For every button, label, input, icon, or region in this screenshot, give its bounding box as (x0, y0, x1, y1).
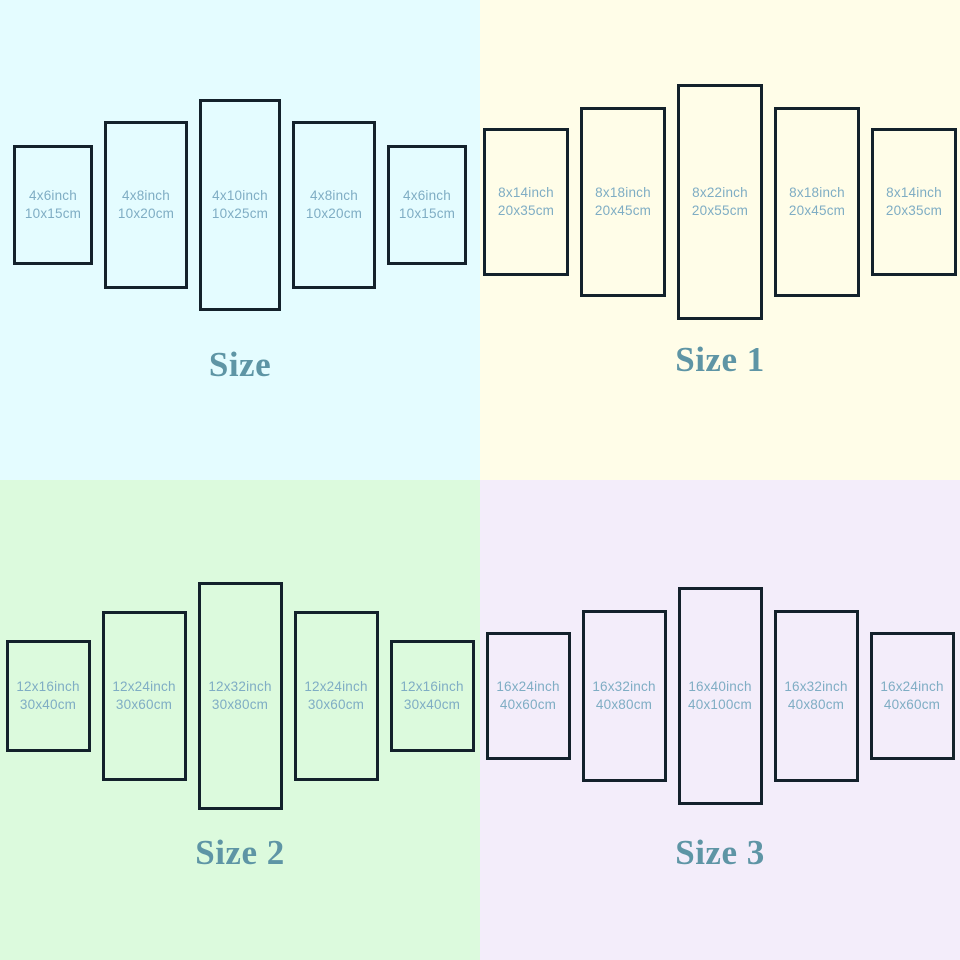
panel-size-cm: 20x35cm (885, 203, 943, 218)
panel-row: 8x14inch 20x35cm 8x18inch 20x45cm 8x22inch 20… (480, 0, 960, 412)
panel-size-inch: 12x16inch (400, 679, 464, 694)
panel-row: 4x6inch 10x15cm 4x8inch 10x20cm 4x10inch 10x2… (0, 0, 480, 415)
panel-size-inch: 8x18inch (595, 185, 651, 200)
panel-size-inch: 12x16inch (16, 679, 80, 694)
panel-size-cm: 40x60cm (883, 697, 941, 712)
panel-size-cm: 40x80cm (787, 697, 845, 712)
panel-size-inch: 12x24inch (304, 679, 368, 694)
panel-size-cm: 20x45cm (788, 203, 846, 218)
panel-size-cm: 10x20cm (305, 206, 363, 221)
canvas-panel[interactable]: 16x32inch 40x80cm (581, 610, 667, 782)
panel-size-cm: 10x15cm (24, 206, 82, 221)
panel-size-cm: 30x60cm (307, 697, 365, 712)
panel-size-cm: 30x80cm (211, 697, 269, 712)
canvas-panel[interactable]: 16x24inch 40x60cm (869, 632, 955, 760)
canvas-panel[interactable]: 8x14inch 20x35cm (871, 128, 957, 276)
panel-size-cm: 20x55cm (691, 203, 749, 218)
panel-size-cm: 30x40cm (403, 697, 461, 712)
panel-size-inch: 12x24inch (112, 679, 176, 694)
canvas-panel[interactable]: 16x40inch 40x100cm (677, 587, 763, 805)
canvas-panel[interactable]: 8x18inch 20x45cm (580, 107, 666, 297)
panel-size-inch: 8x18inch (789, 185, 845, 200)
canvas-panel[interactable]: 4x6inch 10x15cm (13, 145, 93, 265)
panel-size-cm: 20x45cm (594, 203, 652, 218)
panel-size-cm: 10x20cm (117, 206, 175, 221)
canvas-panel[interactable]: 16x24inch 40x60cm (485, 632, 571, 760)
canvas-panel[interactable]: 12x16inch 30x40cm (389, 640, 475, 752)
panel-size-cm: 30x40cm (19, 697, 77, 712)
panel-size-cm: 40x80cm (595, 697, 653, 712)
canvas-panel[interactable]: 12x32inch 30x80cm (197, 582, 283, 810)
panel-size-inch: 4x6inch (29, 188, 77, 203)
canvas-panel[interactable]: 12x16inch 30x40cm (5, 640, 91, 752)
canvas-panel[interactable]: 8x14inch 20x35cm (483, 128, 569, 276)
panel-size-cm: 20x35cm (497, 203, 555, 218)
panel-size-cm: 40x100cm (688, 697, 752, 712)
size-group-size-2[interactable]: 12x16inch 30x40cm 12x24inch 30x60cm 12x32inc… (0, 480, 480, 960)
panel-size-inch: 16x40inch (688, 679, 752, 694)
canvas-panel[interactable]: 12x24inch 30x60cm (101, 611, 187, 781)
panel-size-inch: 12x32inch (208, 679, 272, 694)
canvas-panel[interactable]: 16x32inch 40x80cm (773, 610, 859, 782)
panel-size-cm: 30x60cm (115, 697, 173, 712)
panel-row: 16x24inch 40x60cm 16x32inch 40x80cm 16x40inc… (480, 486, 960, 906)
size-group-size[interactable]: 4x6inch 10x15cm 4x8inch 10x20cm 4x10inch 10x2… (0, 0, 480, 480)
panel-size-inch: 4x10inch (212, 188, 268, 203)
size-group-title: Size 1 (675, 340, 765, 379)
canvas-panel[interactable]: 4x8inch 10x20cm (292, 121, 376, 289)
panel-size-inch: 4x6inch (403, 188, 451, 203)
panel-size-cm: 40x60cm (499, 697, 557, 712)
panel-size-inch: 16x32inch (592, 679, 656, 694)
panel-size-inch: 8x22inch (692, 185, 748, 200)
canvas-panel[interactable]: 4x6inch 10x15cm (387, 145, 467, 265)
canvas-panel[interactable]: 4x10inch 10x25cm (199, 99, 281, 311)
panel-row: 12x16inch 30x40cm 12x24inch 30x60cm 12x32inc… (0, 486, 480, 906)
panel-size-cm: 10x15cm (398, 206, 456, 221)
canvas-panel[interactable]: 8x18inch 20x45cm (774, 107, 860, 297)
panel-size-inch: 16x32inch (784, 679, 848, 694)
panel-size-inch: 4x8inch (122, 188, 170, 203)
size-group-size-3[interactable]: 16x24inch 40x60cm 16x32inch 40x80cm 16x40inc… (480, 480, 960, 960)
canvas-panel[interactable]: 4x8inch 10x20cm (104, 121, 188, 289)
size-group-size-1[interactable]: 8x14inch 20x35cm 8x18inch 20x45cm 8x22inch 20… (480, 0, 960, 480)
size-group-title: Size (208, 345, 272, 384)
canvas-panel[interactable]: 12x24inch 30x60cm (293, 611, 379, 781)
panel-size-inch: 16x24inch (880, 679, 944, 694)
panel-size-inch: 8x14inch (886, 185, 942, 200)
panel-size-inch: 16x24inch (496, 679, 560, 694)
panel-size-cm: 10x25cm (211, 206, 269, 221)
size-group-title: Size 2 (195, 833, 285, 872)
size-group-title: Size 3 (675, 833, 765, 872)
panel-size-inch: 4x8inch (310, 188, 358, 203)
canvas-panel[interactable]: 8x22inch 20x55cm (677, 84, 763, 320)
panel-size-inch: 8x14inch (498, 185, 554, 200)
